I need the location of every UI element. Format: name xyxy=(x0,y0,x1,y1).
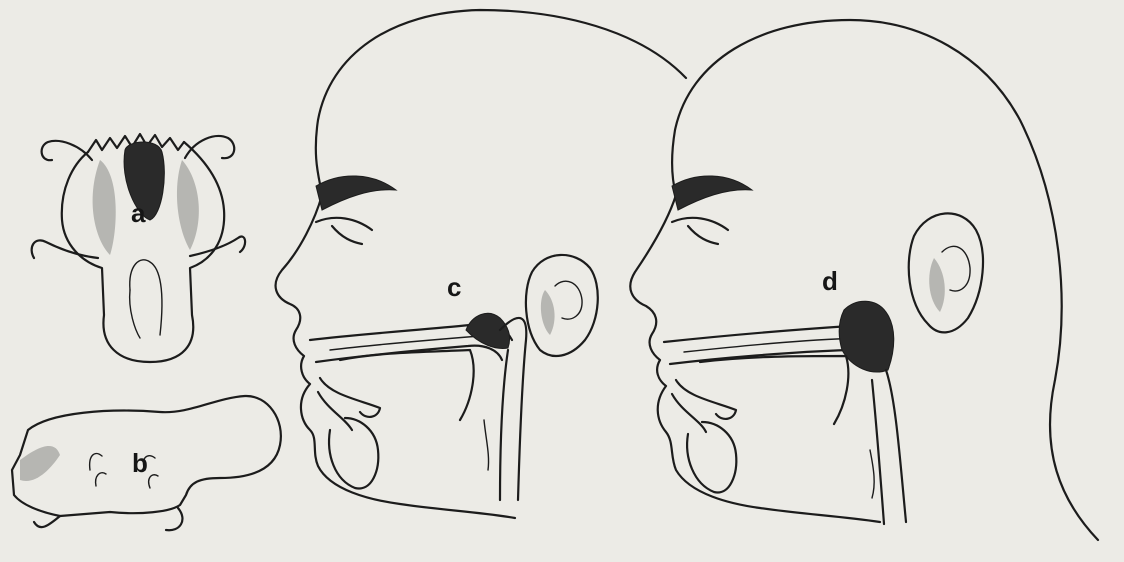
prosthesis-top-view: a xyxy=(32,134,245,362)
label-d: d xyxy=(822,266,838,296)
label-a: a xyxy=(131,198,146,228)
eye-c xyxy=(316,176,396,210)
label-b: b xyxy=(132,448,148,478)
ear-d xyxy=(909,213,983,332)
head-profile-d: d xyxy=(630,20,1098,540)
label-c: c xyxy=(447,272,461,302)
prosthesis-side-view: b xyxy=(12,396,281,530)
eye-d xyxy=(672,176,752,210)
obturator-c xyxy=(466,313,510,348)
head-profile-c: c xyxy=(276,10,686,518)
ear-c xyxy=(526,255,598,356)
